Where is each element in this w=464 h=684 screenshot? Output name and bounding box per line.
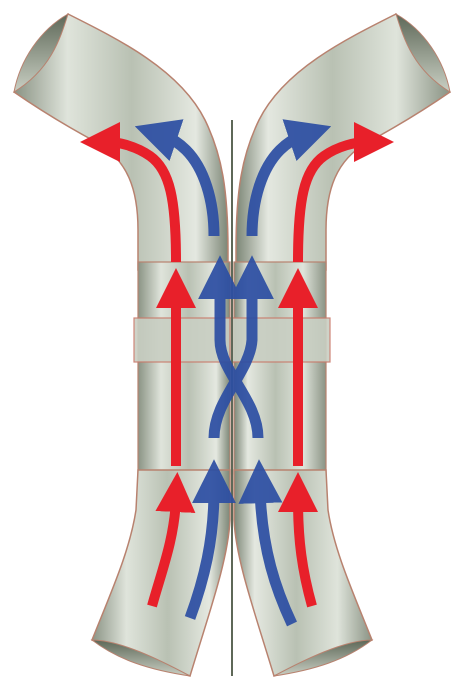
right-pipe	[230, 14, 450, 676]
